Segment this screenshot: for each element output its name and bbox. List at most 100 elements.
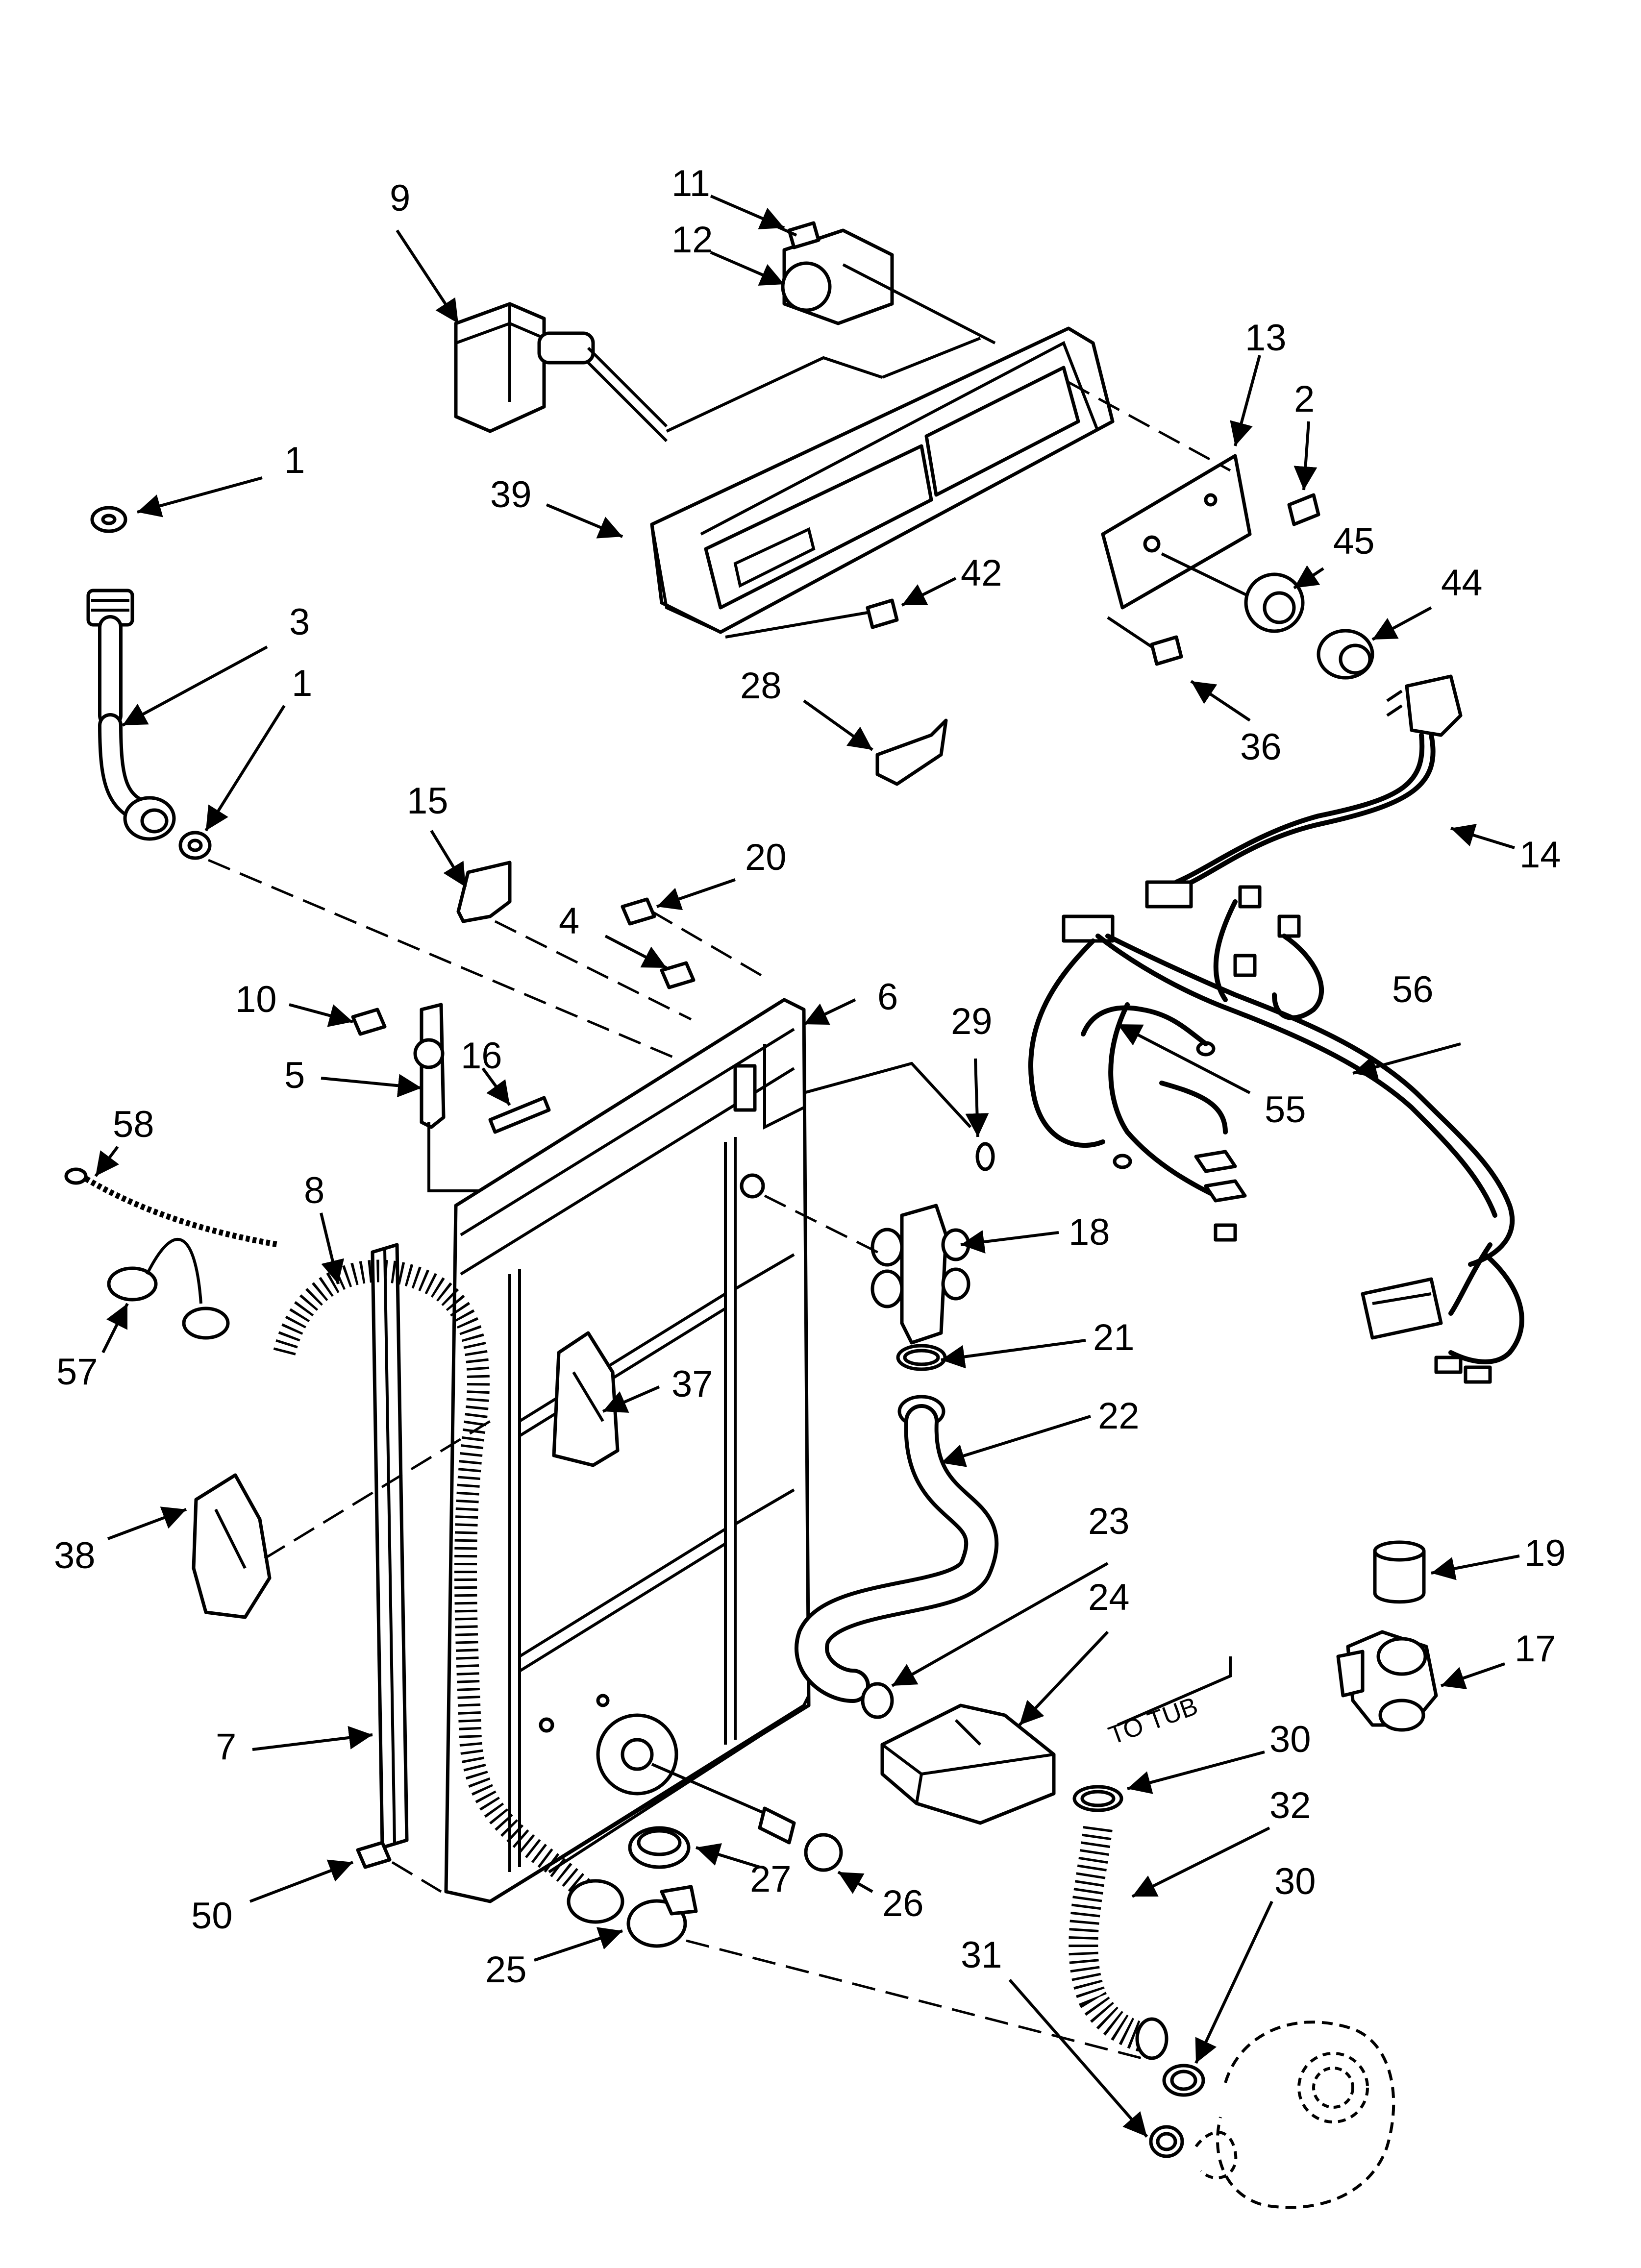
callout-4: 4 — [559, 900, 579, 942]
clip-part-28 — [875, 718, 948, 786]
callout-13: 13 — [1245, 317, 1287, 359]
screw-part-36 — [1107, 616, 1183, 666]
callout-31: 31 — [961, 1934, 1002, 1976]
callout-21: 21 — [1093, 1317, 1135, 1358]
callout-19: 19 — [1524, 1532, 1566, 1574]
seal-part-29 — [803, 1061, 995, 1171]
callout-36: 36 — [1240, 726, 1282, 768]
callout-1-bottom: 1 — [292, 663, 312, 704]
callout-26: 26 — [882, 1883, 924, 1924]
switch-part-45 — [1161, 552, 1305, 633]
screw-part-10 — [351, 1008, 387, 1036]
callout-1-top: 1 — [284, 440, 305, 481]
screw-part-4 — [660, 961, 696, 989]
clip-part-16 — [488, 1096, 551, 1134]
to-tub-label: TO TUB — [1105, 1692, 1201, 1750]
callout-30-top: 30 — [1269, 1719, 1311, 1760]
callout-20: 20 — [745, 837, 787, 878]
callout-23: 23 — [1088, 1501, 1130, 1542]
pump-outline — [1194, 2021, 1395, 2209]
power-cord-part-14 — [1145, 674, 1463, 909]
selector-switch-part-12 — [781, 228, 996, 345]
strap-part-58 — [64, 1167, 280, 1248]
leader-arrows — [94, 195, 1520, 2138]
clamp-part-30-bottom — [1162, 2064, 1205, 2097]
console-panel-part-39 — [650, 326, 1115, 634]
timer-part-9 — [454, 302, 668, 443]
bracket-part-37 — [552, 1331, 620, 1467]
capacitor-part-19 — [1373, 1540, 1426, 1604]
tub-annotation: TO TUB — [1105, 1656, 1232, 1750]
callout-24: 24 — [1088, 1577, 1130, 1618]
callout-39: 39 — [490, 474, 532, 516]
callout-28: 28 — [740, 665, 782, 707]
screw-part-50 — [356, 1841, 442, 1893]
knob-part-44 — [1317, 629, 1374, 680]
callout-44: 44 — [1441, 562, 1483, 604]
callout-38: 38 — [54, 1535, 96, 1577]
callout-55: 55 — [1265, 1089, 1306, 1131]
washer-part-1-top — [90, 506, 127, 533]
hose-to-cabinet-guide — [208, 859, 677, 1060]
fill-hose-part-3 — [86, 589, 176, 841]
callout-37: 37 — [671, 1363, 713, 1405]
callout-18: 18 — [1069, 1211, 1110, 1253]
callout-3: 3 — [289, 601, 310, 643]
callout-42: 42 — [961, 552, 1002, 594]
callout-14: 14 — [1519, 834, 1561, 876]
callout-15: 15 — [407, 780, 448, 822]
hose-clamp-part-57 — [107, 1238, 230, 1340]
dispenser-part-24 — [880, 1703, 1056, 1825]
callout-22: 22 — [1098, 1395, 1140, 1437]
side-strip-part-7 — [371, 1243, 409, 1849]
bracket-part-5 — [413, 1003, 500, 1192]
callout-6: 6 — [877, 976, 898, 1018]
screw-part-42 — [725, 598, 899, 639]
callout-11: 11 — [671, 163, 710, 204]
cabinet-panel-part-6 — [444, 998, 811, 1903]
hose-part-22 — [795, 1395, 999, 1703]
drain-hose-part-8 — [273, 1259, 624, 1924]
callout-32: 32 — [1269, 1785, 1311, 1826]
wire-harness-part-56 — [1028, 885, 1524, 1384]
clamp-part-25 — [626, 1885, 1143, 2060]
callout-58: 58 — [113, 1104, 154, 1145]
washer-part-1-bottom — [178, 831, 212, 860]
callout-16: 16 — [461, 1035, 502, 1077]
guide-part-38 — [192, 1420, 491, 1619]
plug-part-26 — [651, 1763, 843, 1872]
callout-27: 27 — [750, 1858, 792, 1900]
clamp-part-27 — [628, 1826, 691, 1869]
screw-part-2 — [1287, 493, 1320, 526]
clamp-part-31 — [1149, 2125, 1184, 2158]
callout-9: 9 — [390, 177, 410, 219]
screw-part-20 — [621, 897, 771, 982]
pump-motor-part-17 — [1336, 1630, 1438, 1732]
callout-8: 8 — [304, 1170, 324, 1211]
callout-56: 56 — [1392, 969, 1434, 1011]
wire-harness-part-55 — [1081, 1005, 1208, 1046]
callout-45: 45 — [1333, 520, 1375, 562]
callout-labels: 1 3 1 9 11 12 13 2 39 45 44 42 28 36 14 … — [54, 163, 1566, 1991]
callout-7: 7 — [216, 1726, 236, 1768]
callout-57: 57 — [56, 1351, 98, 1393]
callout-25: 25 — [485, 1949, 527, 1991]
screw-part-11 — [773, 221, 820, 249]
bracket-part-13 — [1068, 381, 1252, 610]
callout-5: 5 — [284, 1055, 305, 1096]
callout-12: 12 — [671, 219, 713, 261]
clamp-part-23 — [861, 1682, 894, 1719]
callout-2: 2 — [1294, 378, 1315, 420]
clamp-part-30-top — [1072, 1785, 1123, 1812]
callout-29: 29 — [951, 1001, 993, 1042]
bracket-part-15 — [456, 861, 692, 1021]
pump-hose-part-32 — [1069, 1826, 1169, 2060]
callout-50: 50 — [191, 1895, 233, 1937]
callout-30-bottom: 30 — [1274, 1861, 1316, 1902]
hose-clamp-part-21 — [896, 1344, 947, 1371]
callout-10: 10 — [235, 979, 277, 1020]
water-valve-part-18 — [764, 1194, 970, 1345]
callout-17: 17 — [1515, 1628, 1556, 1670]
